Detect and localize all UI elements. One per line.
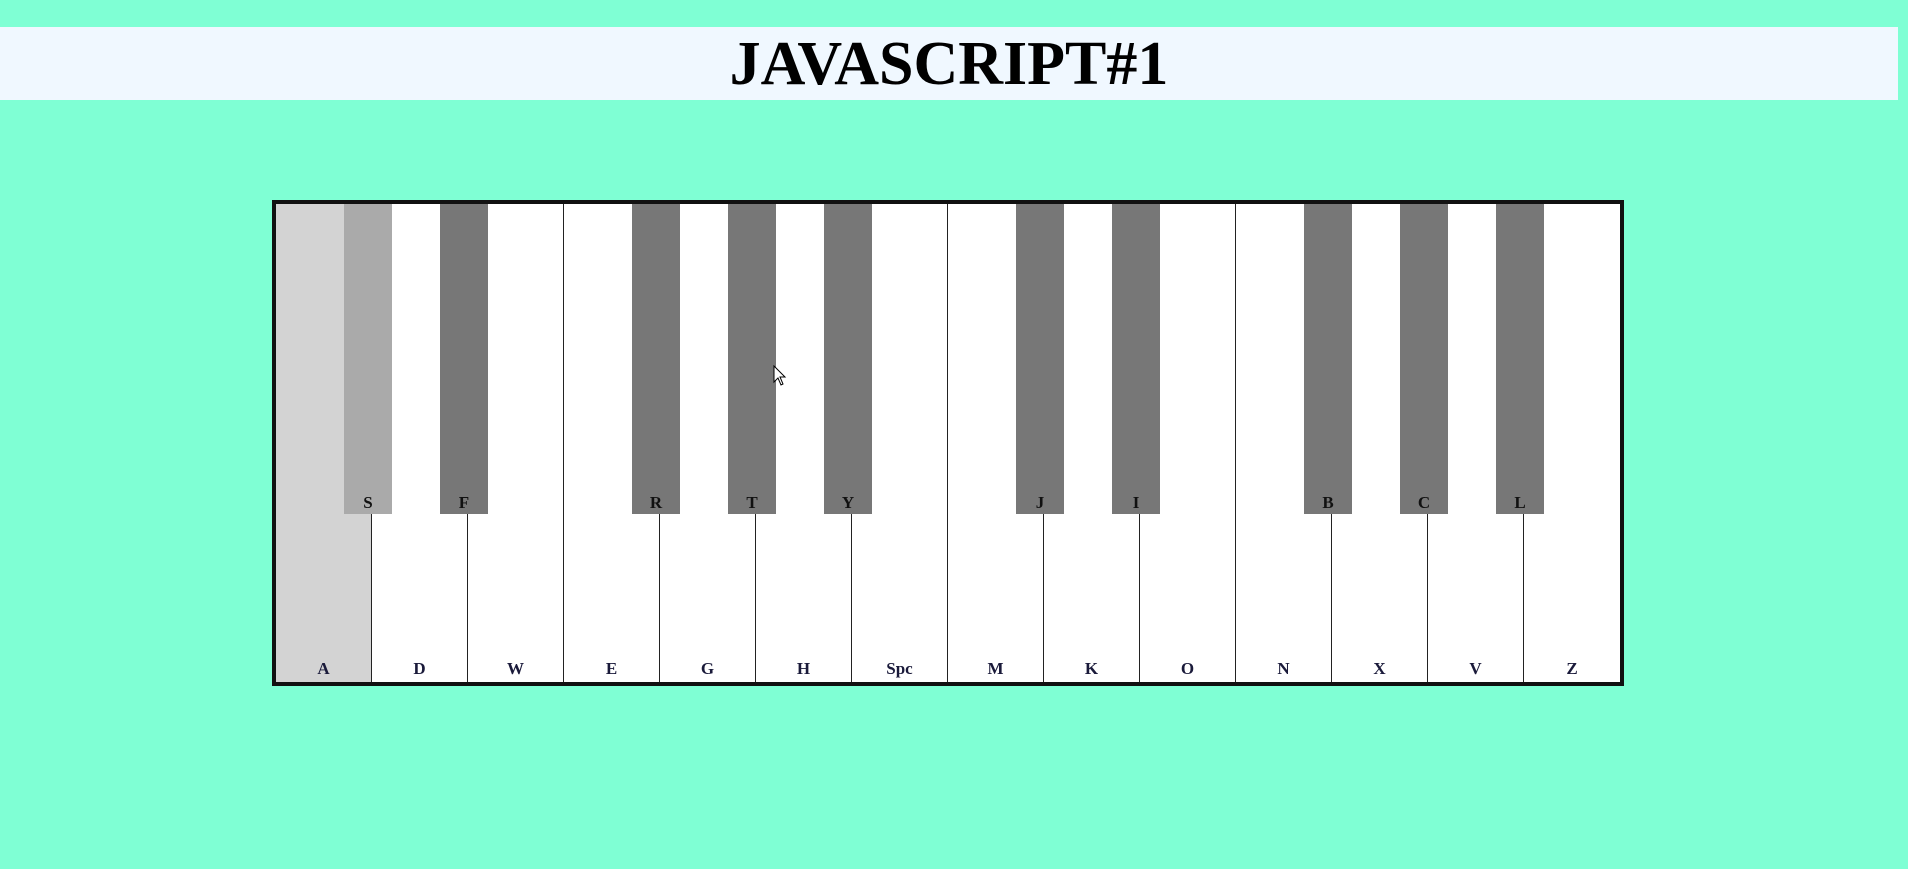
black-key[interactable]: J — [1016, 204, 1064, 514]
white-key-label: W — [507, 659, 524, 678]
white-key-label: X — [1373, 659, 1386, 678]
black-key-label: J — [1035, 493, 1045, 512]
black-key-label: R — [649, 493, 663, 512]
mouse-cursor-icon — [773, 365, 787, 386]
header-bar: JAVASCRIPT#1 — [0, 27, 1898, 100]
white-key-label: N — [1277, 659, 1290, 678]
black-key[interactable]: L — [1496, 204, 1544, 514]
black-key-label: S — [363, 493, 373, 512]
black-key[interactable]: Y — [824, 204, 872, 514]
piano-keyboard: A D W E G H Spc M K O N X V Z S F R T Y J I B C L — [272, 200, 1624, 686]
black-key-label: C — [1417, 493, 1431, 512]
black-key-label: I — [1132, 493, 1140, 512]
piano-keys-area: A D W E G H Spc M K O N X V Z S F R T Y J I B C L — [276, 204, 1620, 682]
white-key-label: G — [700, 659, 715, 678]
black-key[interactable]: F — [440, 204, 488, 514]
black-key[interactable]: B — [1304, 204, 1352, 514]
white-key-label: H — [796, 659, 811, 678]
white-key-label: M — [987, 659, 1004, 678]
white-key-label: Z — [1566, 659, 1578, 678]
black-key-label: L — [1514, 493, 1526, 512]
page-title: JAVASCRIPT#1 — [729, 29, 1169, 98]
black-key-label: F — [458, 493, 470, 512]
black-key-label: B — [1322, 493, 1334, 512]
white-key-label: K — [1084, 659, 1099, 678]
white-key-label: Spc — [886, 659, 913, 678]
white-key-label: O — [1180, 659, 1195, 678]
white-key-label: D — [413, 659, 426, 678]
white-key-label: V — [1469, 659, 1482, 678]
black-key[interactable]: I — [1112, 204, 1160, 514]
black-key[interactable]: S — [344, 204, 392, 514]
black-key-label: Y — [841, 493, 855, 512]
black-key[interactable]: R — [632, 204, 680, 514]
white-key-label: E — [605, 659, 618, 678]
black-key[interactable]: C — [1400, 204, 1448, 514]
black-key-label: T — [746, 493, 758, 512]
black-key[interactable]: T — [728, 204, 776, 514]
white-key-label: A — [317, 659, 330, 678]
